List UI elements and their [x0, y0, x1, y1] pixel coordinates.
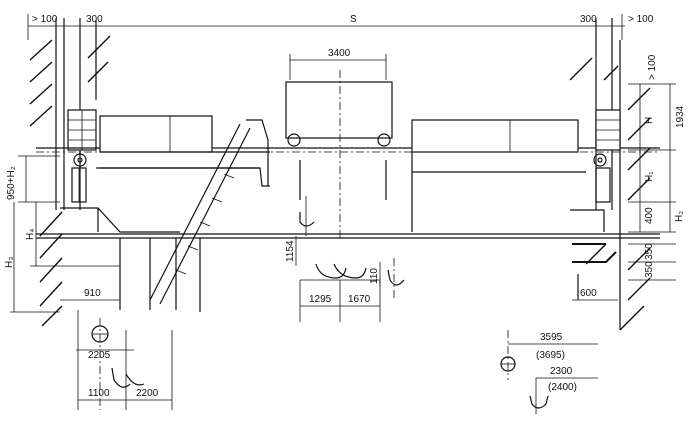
- dim-top-right-min: > 100: [628, 14, 654, 25]
- dim-400: 400: [644, 207, 655, 224]
- dim-1100: 1100: [88, 388, 110, 399]
- dim-top-left-min: > 100: [32, 14, 58, 25]
- bottom-right-dimensions: 600 3595 (3695) 2300 (2400): [500, 288, 618, 414]
- left-dimensions: 950+H₂ H₄ H₃: [4, 155, 120, 313]
- dim-2205: 2205: [88, 350, 111, 361]
- trolley: 3400: [285, 48, 393, 240]
- bridge-girder: [36, 147, 660, 239]
- left-building-column: [29, 18, 111, 327]
- dim-3695: (3695): [536, 350, 565, 361]
- dim-950-h2: 950+H₂: [6, 166, 17, 200]
- dim-span-s: S: [350, 14, 357, 25]
- top-dimension-line: > 100 300 S 300 > 100: [27, 14, 654, 40]
- dim-1154: 1154: [285, 240, 296, 262]
- left-machinery: [60, 115, 270, 312]
- dim-top-left-300: 300: [86, 14, 103, 25]
- dim-1295: 1295: [309, 294, 332, 305]
- right-building-column: [569, 18, 651, 331]
- dim-h1: H₁: [644, 171, 655, 182]
- dim-right-min-clear: > 100: [647, 54, 658, 80]
- dim-h: H: [644, 117, 655, 124]
- hooks: 1154 1295 1670 110: [285, 196, 405, 322]
- right-dimensions: > 100 1934 H H₁ 400 H₂ 350 350: [572, 54, 686, 300]
- dim-trolley-3400: 3400: [328, 48, 351, 59]
- dim-910: 910: [84, 288, 101, 299]
- dim-3595: 3595: [540, 332, 563, 343]
- dim-2300: 2300: [550, 366, 573, 377]
- dim-110: 110: [369, 268, 380, 284]
- dim-h3: H₃: [4, 257, 15, 268]
- dim-2400: (2400): [548, 382, 577, 393]
- dim-h2: H₂: [674, 211, 685, 222]
- right-machinery: [411, 119, 605, 232]
- dim-h4: H₄: [25, 229, 36, 240]
- dim-1934: 1934: [675, 105, 686, 128]
- dim-350-a: 350: [644, 243, 655, 260]
- bottom-left-dimensions: 910 2205 1100 2200: [60, 288, 173, 410]
- dim-350-b: 350: [644, 261, 655, 278]
- dim-1670: 1670: [348, 294, 371, 305]
- dim-top-right-300: 300: [580, 14, 597, 25]
- dim-600: 600: [580, 288, 597, 299]
- dim-2200: 2200: [136, 388, 159, 399]
